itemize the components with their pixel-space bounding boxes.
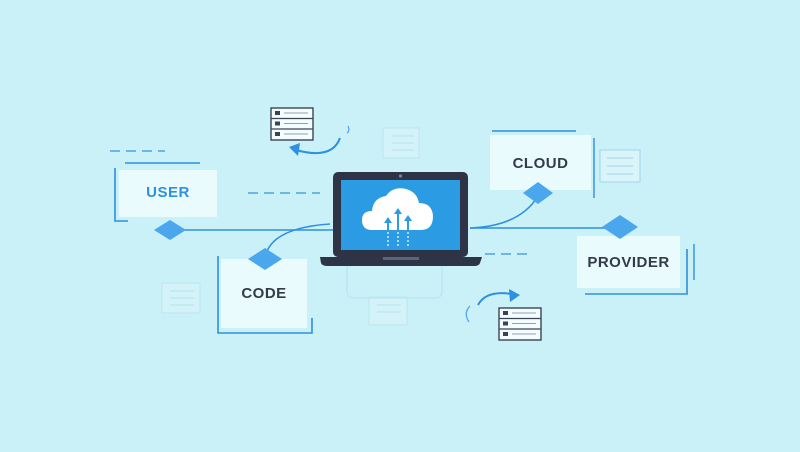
refresh-arrow-icon bbox=[289, 125, 350, 156]
server-icon bbox=[498, 307, 542, 341]
code-label: CODE bbox=[241, 285, 287, 302]
cloud-diamond bbox=[523, 182, 553, 204]
provider-label: PROVIDER bbox=[587, 254, 670, 271]
connector-diamonds bbox=[154, 182, 638, 270]
server-icon bbox=[270, 107, 314, 141]
provider-node bbox=[577, 236, 695, 295]
code-diamond bbox=[248, 248, 282, 270]
refresh-arrow-icon bbox=[465, 289, 520, 323]
laptop-base bbox=[320, 257, 482, 266]
provider-diamond bbox=[602, 215, 638, 239]
code-node bbox=[217, 256, 313, 334]
laptop-shadow-outline bbox=[346, 261, 443, 299]
cloud-label: CLOUD bbox=[512, 155, 569, 172]
user-diamond bbox=[154, 220, 186, 240]
background-document-icon bbox=[368, 296, 408, 326]
cloud-side-document-icon bbox=[599, 149, 641, 183]
background-document-icon bbox=[161, 282, 201, 314]
background-document-icon bbox=[382, 127, 420, 159]
cloud-upload-icon bbox=[362, 188, 433, 246]
user-node bbox=[114, 162, 217, 222]
dashed-lines bbox=[110, 150, 530, 255]
cloud-node bbox=[490, 130, 595, 198]
user-label: USER bbox=[146, 184, 190, 201]
